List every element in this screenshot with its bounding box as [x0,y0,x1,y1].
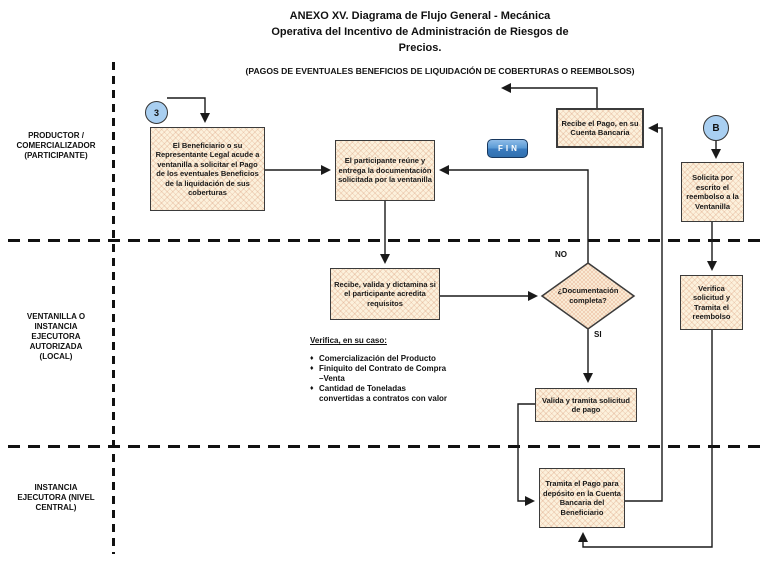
lane-divider-2 [8,445,760,448]
connector-3-label: 3 [153,107,159,118]
process-participante-box: El participante reúne y entrega la docum… [335,140,435,201]
process-recibe-valida-text: Recibe, valida y dictamina si el partici… [334,279,436,308]
bullet-diamond-icon: ♦ [310,355,314,362]
process-beneficiario-box: El Beneficiario o su Representante Legal… [150,127,265,211]
lane-divider-1 [8,239,760,242]
arrow-recibe-pago-to-fin [501,83,598,108]
process-tramita-pago-text: Tramita el Pago para depósito en la Cuen… [543,479,621,517]
decision-diamond [540,262,636,330]
verification-note: Verifica, en su caso: ♦ Comercialización… [310,336,462,404]
title-line-2: Operativa del Incentivo de Administració… [271,26,569,38]
branch-label-no: NO [555,250,567,259]
process-solicita-reembolso-text: Solicita por escrito el reembolso a la V… [686,173,739,211]
process-participante-text: El participante reúne y entrega la docum… [338,156,432,185]
connector-circle-3: 3 [145,101,168,124]
page-title: ANEXO XV. Diagrama de Flujo General - Me… [120,8,720,56]
arrow-valida-tramita-to-tramita-pago [517,403,535,506]
arrow-3-to-beneficiario [167,97,210,123]
process-valida-tramita-box: Valida y tramita solicitud de pago [535,388,637,422]
bullet-diamond-icon: ♦ [310,385,314,392]
title-line-1: ANEXO XV. Diagrama de Flujo General - Me… [289,10,551,22]
process-recibe-pago-box: Recibe el Pago, en su Cuenta Bancaria [556,108,644,148]
arrow-verifica-to-tramita-pago [578,330,713,548]
process-tramita-pago-box: Tramita el Pago para depósito en la Cuen… [539,468,625,528]
decision-documentacion-text: ¿Documentación completa? [557,286,619,305]
list-item: ♦ Finiquito del Contrato de Compra –Vent… [310,364,452,384]
arrow-no-to-participante [439,165,589,263]
fin-terminator: FIN [487,139,528,158]
process-verifica-reembolso-text: Verifica solicitud y Tramita el reembols… [692,283,731,322]
arrow-tramita-pago-to-recibe-pago [625,123,663,502]
list-item: ♦ Cantidad de Toneladas convertidas a co… [310,384,452,404]
subtitle: (PAGOS DE EVENTUALES BENEFICIOS DE LIQUI… [245,66,635,76]
process-valida-tramita-text: Valida y tramita solicitud de pago [542,395,630,415]
lane-label-productor: PRODUCTOR / COMERCIALIZADOR (PARTICIPANT… [16,131,96,160]
branch-label-si: SI [594,330,602,339]
connector-circle-b: B [703,115,729,141]
note-bullet-text: Comercialización del Producto [319,354,436,363]
note-bullet-text: Cantidad de Toneladas convertidas a cont… [319,384,448,403]
title-line-3: Precios. [398,42,442,54]
process-recibe-pago-text: Recibe el Pago, en su Cuenta Bancaria [561,118,639,138]
process-solicita-reembolso-box: Solicita por escrito el reembolso a la V… [681,162,744,222]
fin-label: FIN [498,144,520,153]
note-bullet-text: Finiquito del Contrato de Compra –Venta [319,364,447,383]
lane-vertical-divider [112,62,115,554]
connector-b-label: B [712,122,720,134]
bullet-diamond-icon: ♦ [310,365,314,372]
list-item: ♦ Comercialización del Producto [310,354,452,364]
process-recibe-valida-box: Recibe, valida y dictamina si el partici… [330,268,440,320]
lane-label-ventanilla: VENTANILLA O INSTANCIA EJECUTORA AUTORIZ… [26,312,86,361]
process-beneficiario-text: El Beneficiario o su Representante Legal… [155,140,260,198]
verification-note-title: Verifica, en su caso: [310,336,387,345]
process-verifica-reembolso-box: Verifica solicitud y Tramita el reembols… [680,275,743,330]
lane-label-instancia-ejecutora: INSTANCIA EJECUTORA (NIVEL CENTRAL) [17,483,95,512]
